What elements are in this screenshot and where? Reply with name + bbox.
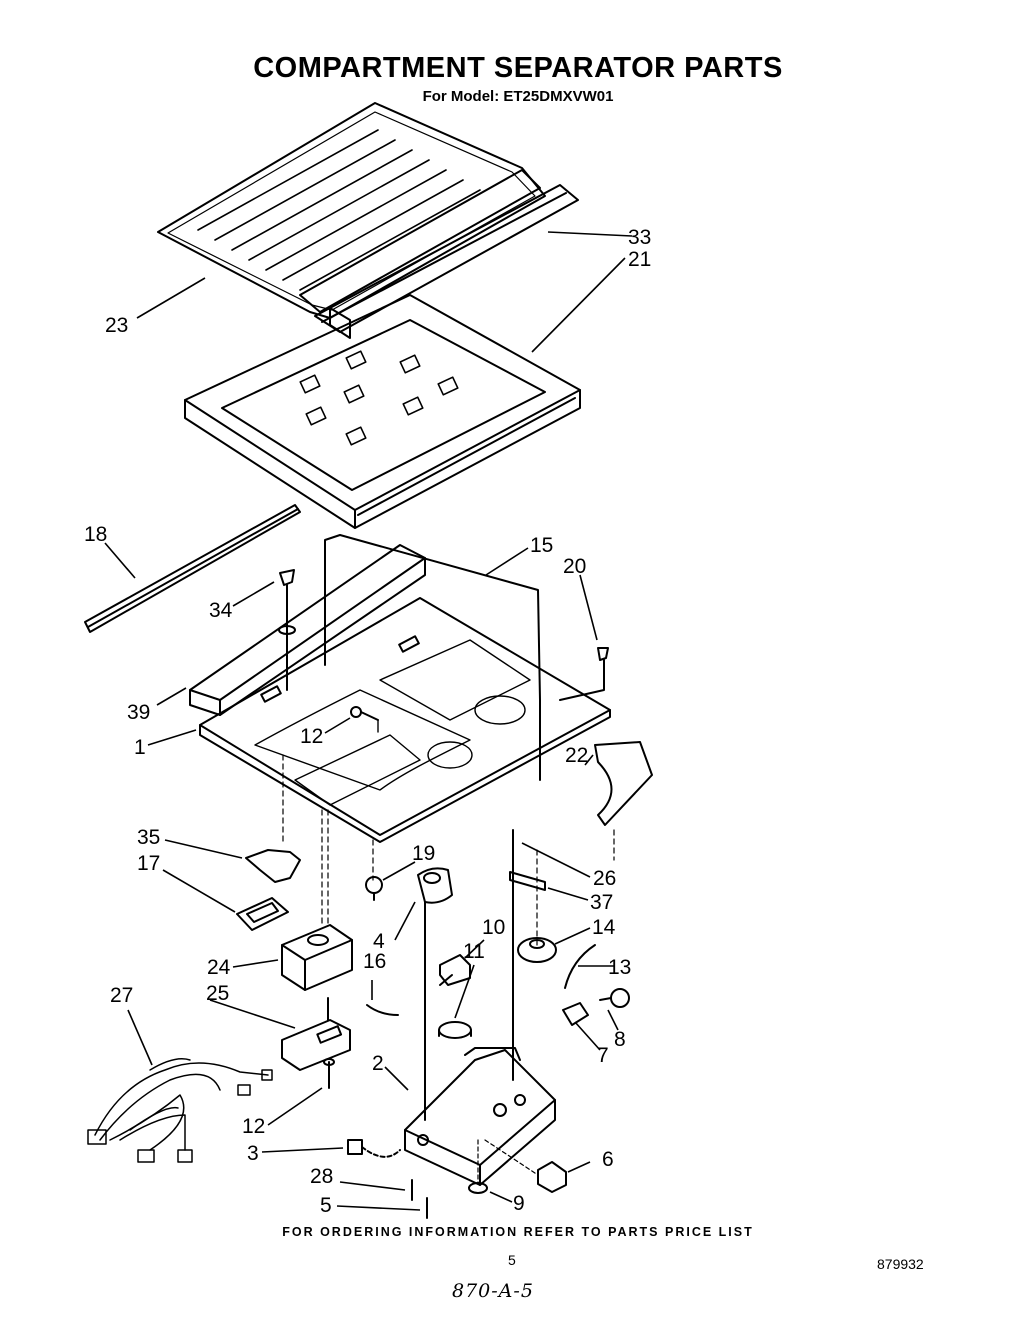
callout-20: 19 <box>412 842 435 865</box>
control-housing-part <box>281 924 353 991</box>
knob-base-part <box>438 1021 472 1039</box>
switch-part <box>484 1139 567 1193</box>
callout-8: 8 <box>614 1028 626 1051</box>
fastener-parts <box>278 569 609 733</box>
callout-14: 14 <box>592 916 616 939</box>
front-trim-strip-part <box>314 184 579 339</box>
callout-18: 17 <box>137 852 160 875</box>
bottom-fasteners <box>411 1139 488 1219</box>
callout-15: 16 <box>363 950 386 973</box>
page-number: 5 <box>508 1252 516 1268</box>
callout-12-lower: 12 <box>242 1115 265 1138</box>
callout-13: 13 <box>608 956 631 979</box>
callout-34: 34 <box>209 599 233 622</box>
shelf-grille-part <box>157 102 546 319</box>
callout-35: 35 <box>137 826 160 849</box>
callout-9: 9 <box>513 1192 525 1215</box>
callout-1: 1 <box>134 736 146 759</box>
callout-23: 18 <box>84 523 107 546</box>
callout-25: 20 <box>563 555 586 578</box>
callout-21: 26 <box>593 867 616 890</box>
control-bracket-part <box>404 1047 556 1186</box>
callout-22: 27 <box>110 984 133 1007</box>
callout-19: 25 <box>206 982 229 1005</box>
wire-loop-part <box>324 534 541 781</box>
connector-part <box>347 1139 401 1158</box>
callout-17: 24 <box>207 956 231 979</box>
callout-27: 21 <box>628 248 651 271</box>
duct-block-part <box>189 544 426 716</box>
model-subtitle: For Model: ET25DMXVW01 <box>422 88 614 105</box>
screw-washer-part <box>509 829 546 1081</box>
seal-strip-part <box>84 504 301 633</box>
cover-part <box>594 741 653 826</box>
tube-part <box>366 1004 399 1016</box>
callout-39: 39 <box>127 701 150 724</box>
grommet-part <box>365 876 383 901</box>
callout-12-upper: 12 <box>300 725 323 748</box>
callout-10: 10 <box>482 916 505 939</box>
separator-frame-part <box>184 294 581 529</box>
callout-37: 37 <box>590 891 613 914</box>
document-number: 879932 <box>877 1256 924 1272</box>
callout-11: 11 <box>463 940 485 963</box>
callout-5: 5 <box>320 1194 332 1217</box>
callout-26: 22 <box>565 744 588 767</box>
clip-part <box>245 849 301 883</box>
callout-7: 7 <box>597 1044 609 1067</box>
callout-28: 23 <box>105 314 128 337</box>
knob-part <box>517 937 557 963</box>
callout-2: 2 <box>372 1052 384 1075</box>
separator-pan-part <box>199 597 611 843</box>
lamp-holder-part <box>562 988 630 1026</box>
callout-3: 3 <box>247 1142 259 1165</box>
callout-16: 15 <box>530 534 553 557</box>
bracket-part <box>281 997 351 1071</box>
callout-6: 6 <box>602 1148 614 1171</box>
callout-4: 4 <box>373 930 385 953</box>
gasket-part <box>236 897 289 931</box>
handwritten-note: 870-A-5 <box>452 1280 534 1302</box>
hose-part <box>564 944 596 989</box>
ordering-note: FOR ORDERING INFORMATION REFER TO PARTS … <box>282 1225 754 1239</box>
callout-24: 28 <box>310 1165 333 1188</box>
screw-part <box>323 1058 335 1089</box>
page-title: COMPARTMENT SEPARATOR PARTS <box>253 52 783 84</box>
callout-33: 33 <box>628 226 651 249</box>
damper-control-part <box>417 867 453 1121</box>
wiring-harness-part <box>87 1058 273 1163</box>
